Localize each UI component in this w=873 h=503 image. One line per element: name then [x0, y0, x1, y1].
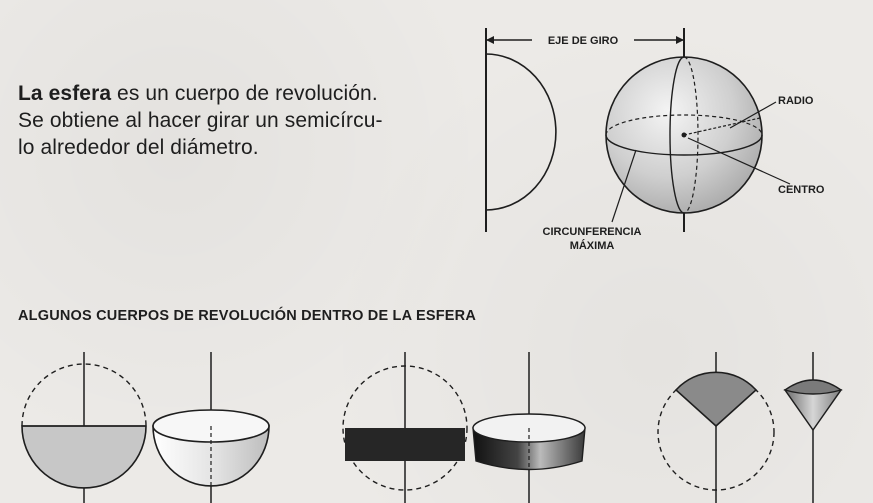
radio-leader-line	[729, 101, 777, 129]
figure-hemisphere	[152, 352, 270, 503]
figure-semicircle-in-circle	[21, 352, 147, 503]
intro-line2: Se obtiene al hacer girar un semicírcu-	[18, 109, 383, 132]
figure-rectangle-in-circle	[342, 352, 468, 503]
section-title: ALGUNOS CUERPOS DE REVOLUCIÓN DENTRO DE …	[18, 308, 476, 324]
label-radio: RADIO	[778, 95, 814, 107]
label-maxima: MÁXIMA	[570, 239, 615, 252]
axis-span-arrow: EJE DE GIRO	[486, 35, 684, 47]
semicircle-arc	[485, 53, 557, 211]
label-circunferencia: CIRCUNFERENCIA	[543, 226, 642, 238]
intro-line3: lo alrededor del diámetro.	[18, 136, 259, 159]
sphere	[605, 56, 763, 214]
circunferencia-leader-line	[611, 149, 637, 223]
intro-line1: es un cuerpo de revolución.	[111, 82, 378, 105]
figure-spherical-sector	[783, 352, 843, 503]
label-centro: CENTRO	[778, 184, 825, 196]
centro-leader-line	[687, 137, 791, 185]
figure-sector-in-circle	[657, 352, 775, 503]
intro-paragraph: La esfera es un cuerpo de revolución. Se…	[18, 80, 438, 161]
figure-spherical-zone	[472, 352, 586, 503]
intro-term: La esfera	[18, 82, 112, 105]
label-eje-de-giro: EJE DE GIRO	[548, 35, 619, 47]
